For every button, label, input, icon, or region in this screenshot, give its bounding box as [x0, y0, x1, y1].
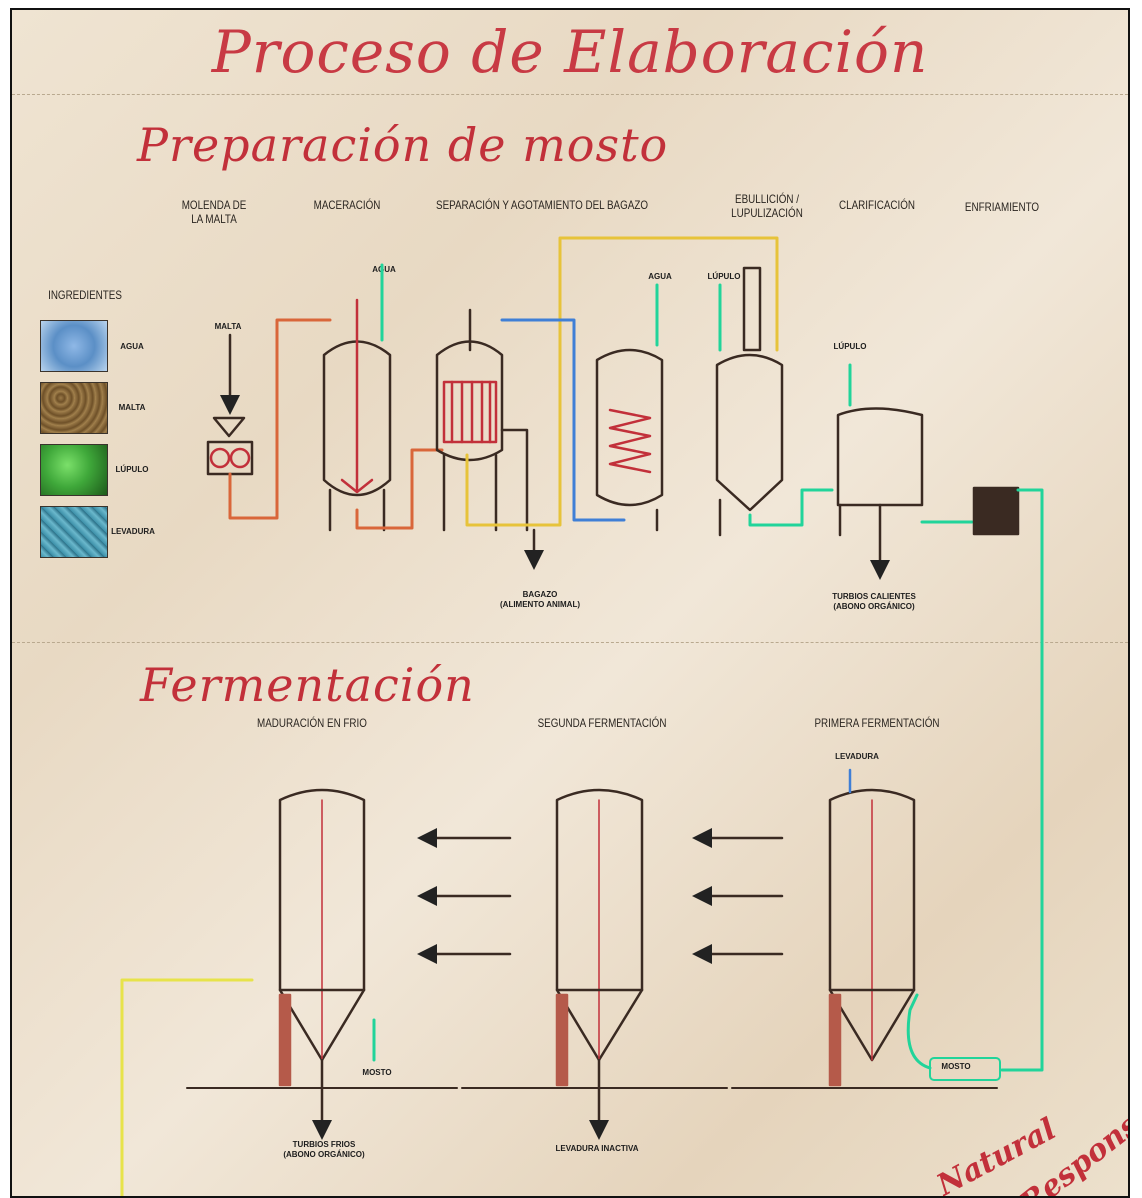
transfer-arrows	[422, 838, 782, 954]
heat-exchanger-icon	[974, 488, 1018, 534]
boil-kettle-icon	[717, 268, 782, 535]
fermenter-second-icon	[557, 790, 642, 1135]
diagram-frame: Proceso de Elaboración Preparación de mo…	[10, 8, 1130, 1198]
pipe-yellow-1	[467, 238, 672, 525]
fermenter-first-icon	[830, 770, 914, 1085]
hot-water-tank-icon	[597, 285, 662, 530]
fermenter-maturation-icon	[280, 790, 374, 1135]
lauter-tun-icon	[437, 310, 534, 565]
malt-mill-icon	[208, 335, 252, 474]
pipe-green-1	[750, 490, 832, 525]
pipe-green-2	[1002, 490, 1042, 1070]
whirlpool-tank-icon	[838, 365, 922, 575]
mash-tun-icon	[324, 265, 390, 530]
pipe-blue-1	[502, 320, 624, 520]
process-schematic	[12, 10, 1130, 1198]
pipe-orange-1	[230, 474, 260, 518]
